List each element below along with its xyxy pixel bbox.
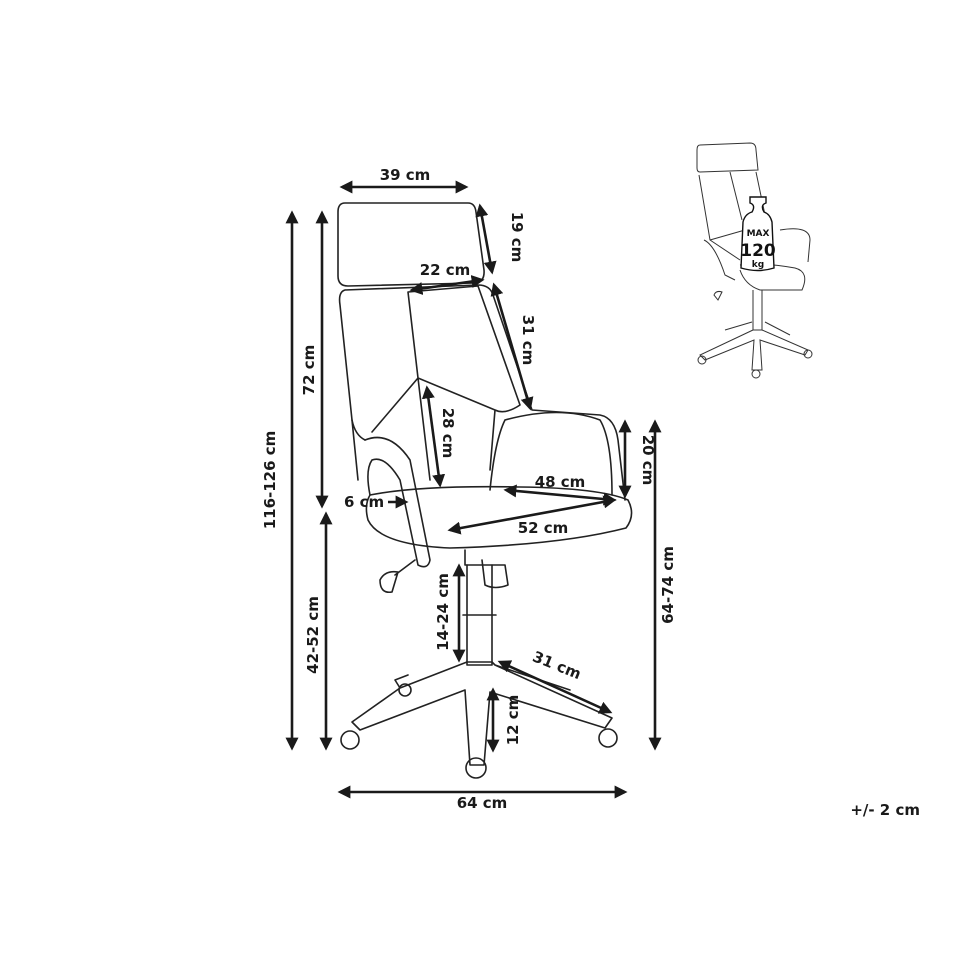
max-load-value: 120 <box>740 241 776 261</box>
seat <box>365 485 633 549</box>
backrest-upper-height-label: 31 cm <box>519 315 537 366</box>
gas-cylinder <box>462 564 497 666</box>
total-height-label: 116-126 cm <box>261 431 279 530</box>
armrest-height-label: 20 cm <box>639 435 657 486</box>
tolerance-label: +/- 2 cm <box>850 801 920 819</box>
seat-mechanism <box>379 549 509 594</box>
backrest-lower-height-label: 28 cm <box>439 408 457 459</box>
chair-drawing <box>337 202 633 779</box>
max-label: MAX <box>747 229 770 239</box>
base-width-label: 64 cm <box>457 794 508 812</box>
dimension-arrows <box>285 180 662 799</box>
headrest-height-label: 19 cm <box>508 212 526 263</box>
base-height-label: 12 cm <box>504 695 522 746</box>
backrest <box>338 284 626 501</box>
base-leg-label: 31 cm <box>530 648 584 684</box>
backrest-height-label: 72 cm <box>300 345 318 396</box>
max-load-icon: MAX 120 kg <box>696 142 813 379</box>
seat-height-label: 42-52 cm <box>304 596 322 674</box>
headrest-width-label: 39 cm <box>380 166 431 184</box>
right-armrest <box>489 411 613 496</box>
armrest-width-label: 6 cm <box>344 493 384 511</box>
seat-depth-label: 48 cm <box>535 473 586 491</box>
casters <box>340 683 618 779</box>
seat-width-label: 52 cm <box>518 519 569 537</box>
left-armrest <box>351 419 431 568</box>
backrest-top-width-label: 22 cm <box>420 261 471 279</box>
weight-icon <box>740 196 775 272</box>
armrest-floor-height-label: 64-74 cm <box>659 546 677 624</box>
gas-lift-label: 14-24 cm <box>434 573 452 651</box>
max-load-unit: kg <box>752 260 764 270</box>
